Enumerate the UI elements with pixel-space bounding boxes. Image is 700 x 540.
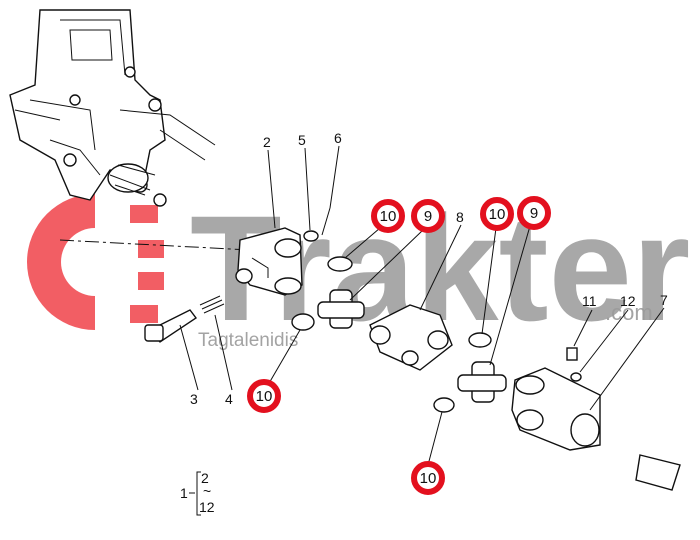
- assembly-legend: 1 2 ~ 12: [180, 470, 215, 516]
- part-snap-ring-10c: [468, 332, 492, 348]
- part-yoke-8: [369, 304, 453, 371]
- label-3: 3: [190, 391, 198, 407]
- label-6: 6: [334, 130, 342, 146]
- label-7: 7: [660, 292, 668, 308]
- legend-range: ~: [203, 483, 211, 499]
- callout-10: 10: [480, 197, 514, 231]
- callout-ring: [371, 199, 405, 233]
- watermark-suffix: .com: [605, 300, 653, 325]
- label-11: 11: [582, 293, 597, 309]
- watermark-gear-logo: [27, 190, 175, 335]
- part-yoke-2: [235, 227, 303, 296]
- label-12: 12: [620, 293, 636, 309]
- part-snap-ring-10b: [291, 313, 315, 331]
- callout-ring: [517, 196, 551, 230]
- legend-to: 12: [199, 499, 215, 515]
- label-2: 2: [263, 134, 271, 150]
- part-spring-4: [199, 295, 225, 314]
- callout-10: 10: [411, 461, 445, 495]
- callout-label: 10: [489, 206, 506, 223]
- part-washer-12: [570, 372, 582, 382]
- part-cross-9a: [317, 289, 365, 329]
- callout-ring: [247, 379, 281, 413]
- legend-from: 2: [201, 470, 209, 486]
- callout-label: 10: [256, 388, 273, 405]
- part-snap-ring-10a: [327, 256, 353, 272]
- engine-housing: [9, 9, 216, 207]
- part-yoke-7: [511, 367, 681, 491]
- callout-label: 10: [420, 470, 437, 487]
- label-8: 8: [456, 209, 464, 225]
- label-4: 4: [225, 391, 233, 407]
- callout-10: 10: [247, 379, 281, 413]
- part-washer-5: [303, 230, 319, 242]
- part-snap-ring-10d: [433, 397, 455, 413]
- label-5: 5: [298, 132, 306, 148]
- watermark-tagline: Tagtalenidis: [198, 330, 298, 351]
- legend-parent: 1: [180, 485, 188, 501]
- part-pin-6: [321, 207, 331, 236]
- callout-10: 10: [371, 199, 405, 233]
- part-cross-9b: [457, 361, 507, 403]
- callout-ring: [411, 461, 445, 495]
- callout-ring: [411, 199, 445, 233]
- callout-ring: [480, 197, 514, 231]
- callout-label: 9: [530, 205, 538, 222]
- callout-9: 9: [411, 199, 445, 233]
- part-bolt-3: [144, 309, 198, 343]
- part-bolt-11: [566, 347, 578, 361]
- callout-label: 9: [424, 208, 432, 225]
- callout-9: 9: [517, 196, 551, 230]
- callout-label: 10: [380, 208, 397, 225]
